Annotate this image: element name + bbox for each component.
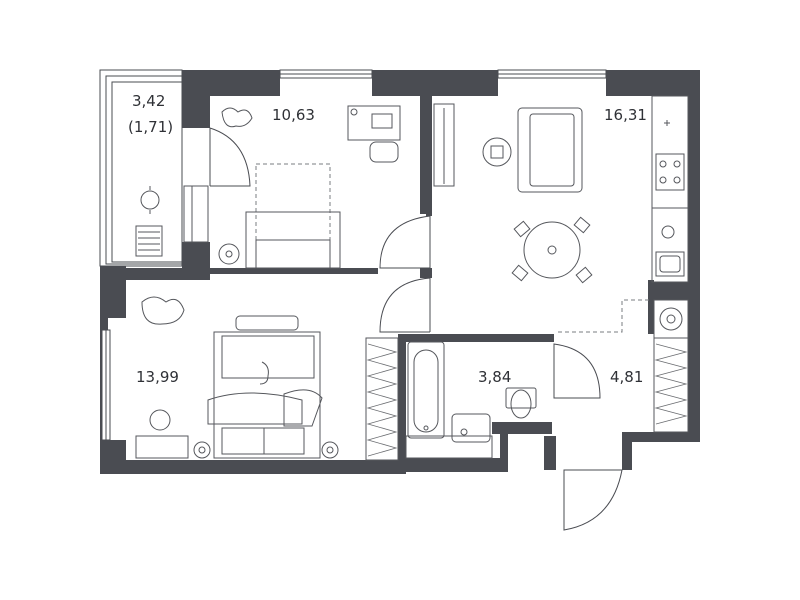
hallway-area-label: 4,81 [610, 368, 643, 386]
lower-bedroom-area-label: 13,99 [136, 368, 179, 386]
balcony-area-label: 3,42 [132, 92, 165, 110]
living-kitchen-area-label: 16,31 [604, 106, 647, 124]
upper-bedroom-furniture [218, 105, 401, 269]
upper-bedroom-area-label: 10,63 [272, 106, 315, 124]
lower-bedroom-furniture [135, 296, 399, 461]
balcony-outline [99, 69, 183, 267]
doors [209, 127, 623, 531]
hallway-fixtures [653, 299, 689, 433]
balcony-reduced-area-label: (1,71) [128, 118, 173, 136]
living-furniture [433, 95, 689, 333]
bathroom-fixtures [405, 341, 537, 459]
windows [101, 69, 607, 441]
room-labels: 3,42 (1,71) 10,63 16,31 13,99 3,84 4,81 [128, 92, 647, 386]
bathroom-area-label: 3,84 [478, 368, 511, 386]
balcony-furniture [135, 185, 209, 257]
